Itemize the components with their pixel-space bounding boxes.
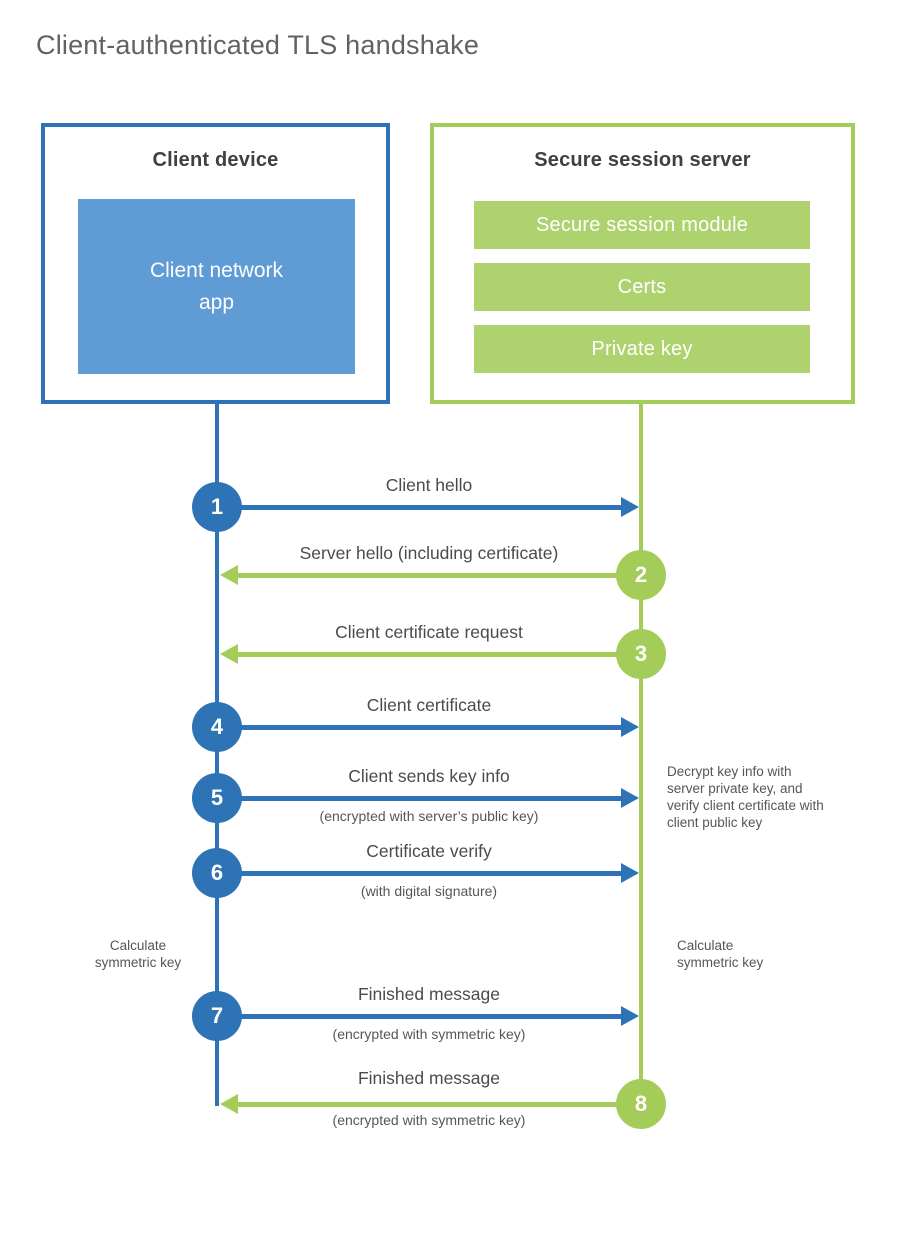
step-label: Finished message — [357, 984, 501, 1004]
step-arrow — [217, 725, 621, 730]
step-circle: 4 — [192, 702, 242, 752]
step-circle: 3 — [616, 629, 666, 679]
secure-session-server-title: Secure session server — [534, 149, 751, 171]
module-bar-certs: Certs — [474, 263, 810, 311]
step-circle: 2 — [616, 550, 666, 600]
step-label: Client sends key info — [348, 766, 510, 786]
server-lifeline — [639, 404, 643, 1104]
step-label: Finished message — [357, 1068, 501, 1088]
secure-session-server-box: Secure session server Secure session mod… — [430, 123, 855, 404]
arrowhead-right-icon — [621, 497, 639, 517]
step-arrow — [238, 652, 641, 657]
server-module-stack: Secure session module Certs Private key — [474, 201, 810, 387]
step-arrow — [217, 796, 621, 801]
arrowhead-right-icon — [621, 863, 639, 883]
page-title: Client-authenticated TLS handshake — [36, 30, 480, 60]
step-circle: 7 — [192, 991, 242, 1041]
step-sublabel: (encrypted with symmetric key) — [332, 1112, 526, 1128]
module-bar-secure-session-module: Secure session module — [474, 201, 810, 249]
step-arrow — [217, 1014, 621, 1019]
step-circle: 6 — [192, 848, 242, 898]
step-arrow — [238, 1102, 641, 1107]
client-lifeline — [215, 404, 219, 1106]
step-sublabel: (encrypted with symmetric key) — [332, 1026, 526, 1042]
arrowhead-right-icon — [621, 788, 639, 808]
step-label: Client certificate — [366, 695, 492, 715]
client-network-app-label: Client network app — [149, 259, 284, 314]
client-network-app-box: Client network app — [78, 199, 355, 374]
step-circle: 1 — [192, 482, 242, 532]
decrypt-key-note: Decrypt key info with server private key… — [667, 764, 824, 830]
client-device-title: Client device — [152, 149, 279, 171]
arrowhead-right-icon — [621, 717, 639, 737]
step-label: Certificate verify — [366, 841, 492, 861]
arrowhead-right-icon — [621, 1006, 639, 1026]
arrowhead-left-icon — [220, 565, 238, 585]
step-label: Server hello (including certificate) — [299, 543, 559, 563]
step-arrow — [238, 573, 641, 578]
step-label: Client certificate request — [335, 622, 523, 642]
module-bar-private-key: Private key — [474, 325, 810, 373]
step-arrow — [217, 505, 621, 510]
calculate-symmetric-key-note-server: Calculate symmetric key — [677, 938, 764, 970]
calculate-symmetric-key-note-client: Calculate symmetric key — [94, 938, 182, 970]
step-circle: 5 — [192, 773, 242, 823]
client-device-box: Client device Client network app — [41, 123, 390, 404]
arrowhead-left-icon — [220, 644, 238, 664]
arrowhead-left-icon — [220, 1094, 238, 1114]
step-circle: 8 — [616, 1079, 666, 1129]
step-sublabel: (with digital signature) — [360, 883, 498, 899]
step-arrow — [217, 871, 621, 876]
step-label: Client hello — [385, 475, 473, 495]
step-sublabel: (encrypted with server’s public key) — [319, 808, 539, 824]
